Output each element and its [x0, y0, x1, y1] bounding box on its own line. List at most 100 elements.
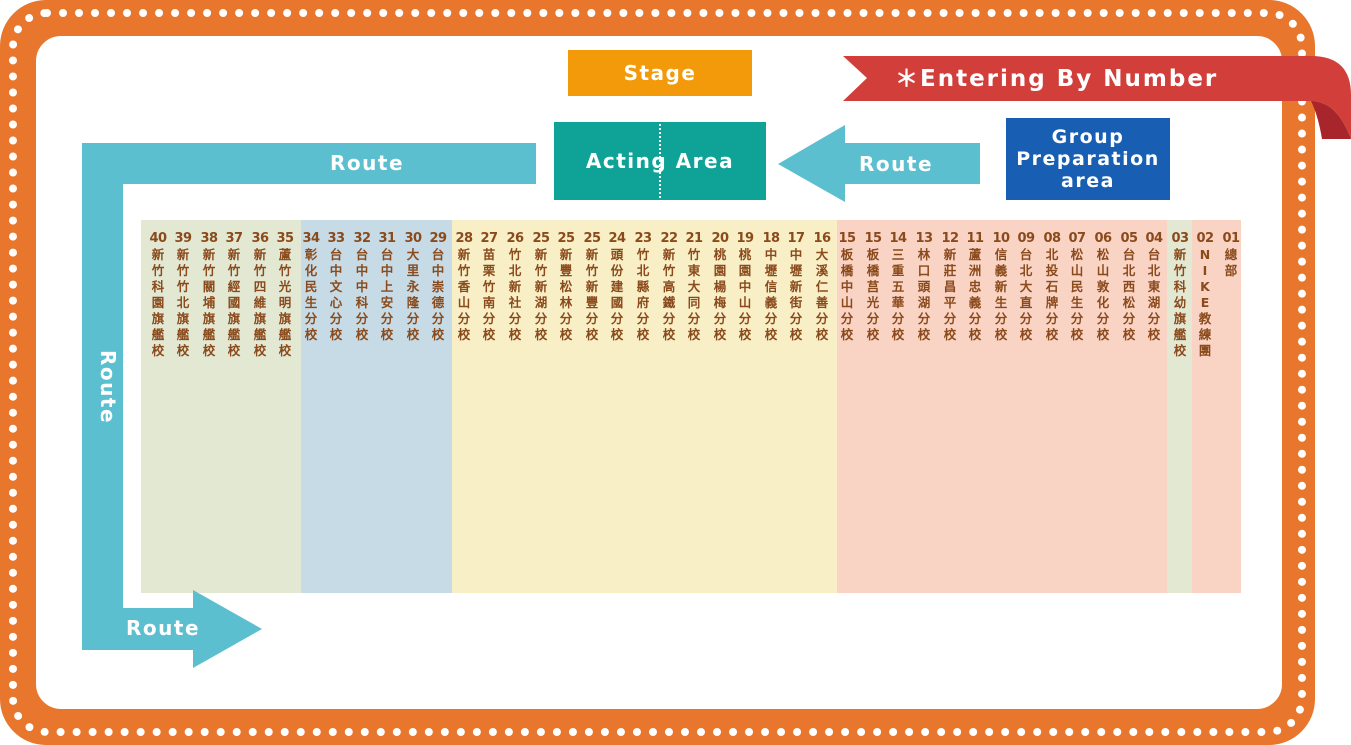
school-name: 新竹關埔旗艦校 — [202, 247, 216, 358]
school-number: 25 — [557, 231, 575, 246]
school-name: 台北西松分校 — [1122, 247, 1136, 342]
zone-central — [301, 220, 452, 593]
school-number: 23 — [634, 231, 652, 246]
school-number: 37 — [225, 231, 243, 246]
school-name: 新竹高鐵分校 — [662, 247, 676, 342]
stage-box: Stage — [568, 50, 752, 96]
school-number: 15 — [838, 231, 856, 246]
school-name: 松山敦化分校 — [1096, 247, 1110, 342]
group-preparation-box: Group Preparation area — [1006, 118, 1170, 200]
school-number: 07 — [1068, 231, 1086, 246]
school-number: 28 — [455, 231, 473, 246]
school-name: 信義新生分校 — [994, 247, 1008, 342]
route-label-top-right: Route — [859, 152, 934, 176]
dotted-border — [9, 9, 1306, 736]
school-name: 三重五華分校 — [891, 247, 905, 342]
school-number: 31 — [378, 231, 396, 246]
school-number: 25 — [583, 231, 601, 246]
school-number: 12 — [941, 231, 959, 246]
school-number: 06 — [1094, 231, 1112, 246]
school-number: 29 — [429, 231, 447, 246]
school-name: 竹北縣府分校 — [636, 247, 650, 342]
school-name: 彰化民生分校 — [304, 247, 318, 342]
school-name: 大里永隆分校 — [406, 247, 420, 342]
school-name: 台中上安分校 — [380, 247, 394, 342]
school-number: 20 — [711, 231, 729, 246]
school-name: 新竹新湖分校 — [534, 247, 548, 342]
school-name: 新竹竹北旗艦校 — [176, 247, 190, 358]
zone-flagship — [141, 220, 301, 593]
school-name: 台中中科分校 — [355, 247, 369, 342]
zone-kindergarten — [1167, 220, 1192, 593]
school-name: 台北東湖分校 — [1147, 247, 1161, 342]
stage-label: Stage — [623, 61, 697, 85]
school-name: 新竹科園旗艦校 — [151, 247, 165, 358]
school-name: 苗栗竹南分校 — [482, 247, 496, 342]
zone-taipei — [837, 220, 1167, 593]
banner-ribbon — [843, 56, 1351, 139]
school-name: 板橋中山分校 — [840, 247, 854, 342]
school-number: 27 — [480, 231, 498, 246]
group-label-line-3: area — [1061, 170, 1115, 192]
school-name: 總部 — [1224, 247, 1238, 278]
school-name: 蘆竹光明旗艦校 — [278, 247, 292, 358]
school-number: 11 — [966, 231, 984, 246]
school-number: 26 — [506, 231, 524, 246]
school-number: 10 — [992, 231, 1010, 246]
school-name: 松山民生分校 — [1070, 247, 1084, 342]
route-right-arrow — [778, 125, 980, 202]
entering-banner-label: ＊Entering By Number — [895, 66, 1219, 92]
school-number: 36 — [251, 231, 269, 246]
school-name: 新竹香山分校 — [457, 247, 471, 342]
school-name: 台北大直分校 — [1019, 247, 1033, 342]
school-name: NIKE 教練團 — [1198, 247, 1214, 358]
school-name: 新竹經國旗艦校 — [227, 247, 241, 358]
school-number: 03 — [1171, 231, 1189, 246]
school-number: 39 — [174, 231, 192, 246]
group-label-line-1: Group — [1051, 126, 1125, 148]
entering-banner — [843, 56, 1351, 139]
school-number: 18 — [762, 231, 780, 246]
school-name: 新竹四維旗艦校 — [253, 247, 267, 358]
school-name: 蘆洲忠義分校 — [968, 247, 982, 342]
school-number: 08 — [1043, 231, 1061, 246]
school-name: 桃園楊梅分校 — [713, 247, 727, 342]
school-name: 大溪仁善分校 — [815, 247, 829, 342]
route-label-left: Route — [96, 350, 120, 425]
school-number: 01 — [1222, 231, 1240, 246]
school-number: 34 — [302, 231, 320, 246]
route-label-bottom: Route — [126, 616, 201, 640]
school-name: 台中崇德分校 — [431, 247, 445, 342]
school-number: 21 — [685, 231, 703, 246]
zone-hq — [1192, 220, 1241, 593]
school-number: 17 — [787, 231, 805, 246]
school-number: 13 — [915, 231, 933, 246]
school-name: 台中文心分校 — [329, 247, 343, 342]
